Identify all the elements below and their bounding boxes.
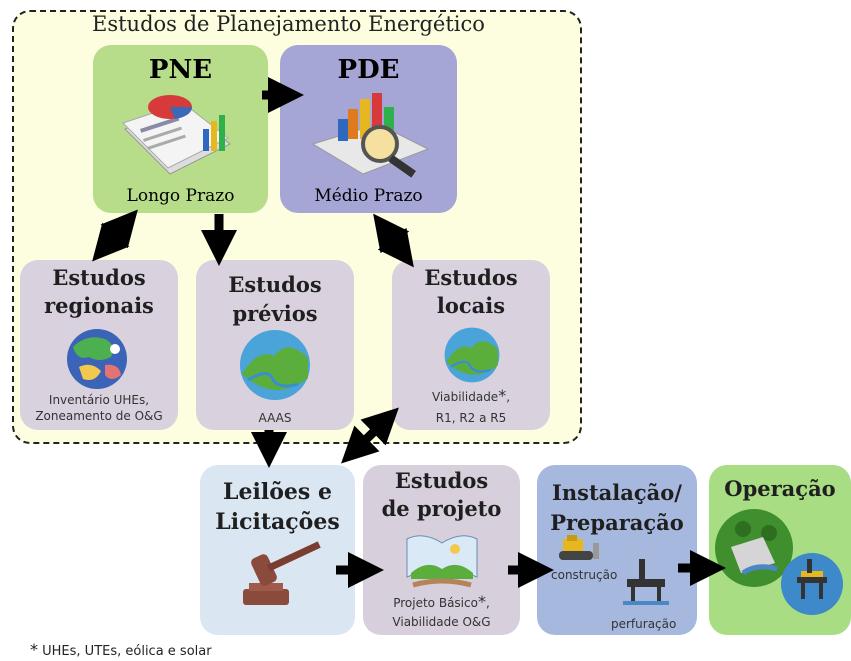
- bulldozer-icon: [553, 533, 601, 565]
- project-studies-note1: Projeto Básico*,: [363, 594, 520, 611]
- offshore-platform-icon: [779, 551, 845, 617]
- auctions-line2: Licitações: [215, 509, 340, 535]
- local-studies-note1: Viabilidade*,: [392, 388, 550, 405]
- project-studies-note1-tail: ,: [485, 596, 490, 610]
- auctions-box: Leilões e Licitações: [200, 465, 355, 635]
- footnote-text: UHEs, UTEs, eólica e solar: [38, 644, 212, 659]
- local-studies-box: Estudos locais Viabilidade*, R1, R2 a R5: [392, 260, 550, 430]
- operation-box: Operação: [709, 465, 851, 635]
- regional-studies-note1: Inventário UHEs,: [48, 393, 150, 407]
- drilling-rig-icon: [621, 557, 671, 609]
- project-studies-note1-star: *: [477, 592, 486, 611]
- regional-studies-note2: Zoneamento de O&G: [35, 409, 163, 423]
- project-studies-note2: Viabilidade O&G: [392, 615, 491, 629]
- prior-studies-line2: prévios: [232, 301, 318, 326]
- project-studies-line2: de projeto: [381, 496, 502, 521]
- local-studies-line1: Estudos: [424, 265, 518, 290]
- project-studies-line1: Estudos: [394, 468, 489, 493]
- report-chart-icon: [115, 89, 240, 184]
- regional-studies-line1: Estudos: [52, 265, 146, 290]
- arrow-local-auctions: [341, 407, 399, 464]
- local-studies-line2: locais: [436, 293, 506, 318]
- prior-studies-note: AAAS: [258, 411, 292, 425]
- landscape-icon: [238, 328, 312, 402]
- pde-box: PDE Médio Prazo: [280, 45, 457, 213]
- pne-title: PNE: [148, 55, 213, 85]
- prior-studies-box: Estudos prévios AAAS: [196, 260, 354, 430]
- project-studies-note1-text: Projeto Básico: [393, 596, 478, 610]
- pne-box: PNE Longo Prazo: [93, 45, 268, 213]
- footnote-star: *: [30, 640, 38, 659]
- installation-box: Instalação/ Preparação construção perfur…: [537, 465, 697, 635]
- regional-studies-box: Estudos regionais Inventário UHEs, Zonea…: [20, 260, 178, 430]
- regional-studies-line2: regionais: [44, 293, 154, 318]
- local-studies-note1-text: Viabilidade: [431, 390, 499, 404]
- local-studies-note1-tail: ,: [506, 390, 511, 404]
- open-book-icon: [403, 529, 481, 591]
- operation-title: Operação: [724, 476, 836, 501]
- pde-subtitle: Médio Prazo: [314, 186, 423, 206]
- magnifier-chart-icon: [308, 89, 433, 184]
- prior-studies-line1: Estudos: [228, 272, 322, 297]
- arrow-pne-regional: [92, 209, 138, 262]
- frame-title: Estudos de Planejamento Energético: [92, 12, 485, 36]
- project-studies-box: Estudos de projeto Projeto Básico*, Viab…: [363, 465, 520, 635]
- construction-label: construção: [551, 568, 618, 582]
- regional-map-icon: [59, 327, 135, 391]
- landscape-icon: [443, 326, 501, 384]
- installation-line2: Preparação: [550, 510, 684, 535]
- pde-title: PDE: [337, 55, 400, 85]
- local-studies-note1-star: *: [498, 386, 507, 405]
- auctions-line1: Leilões e: [223, 479, 332, 505]
- installation-line1: Instalação/: [552, 480, 682, 505]
- footnote: * UHEs, UTEs, eólica e solar: [30, 640, 212, 659]
- pne-subtitle: Longo Prazo: [126, 186, 235, 206]
- hydropower-dam-icon: [713, 507, 795, 589]
- arrow-pde-local: [373, 213, 414, 268]
- gavel-icon: [235, 541, 330, 611]
- drilling-label: perfuração: [611, 617, 677, 631]
- local-studies-note2: R1, R2 a R5: [435, 411, 507, 425]
